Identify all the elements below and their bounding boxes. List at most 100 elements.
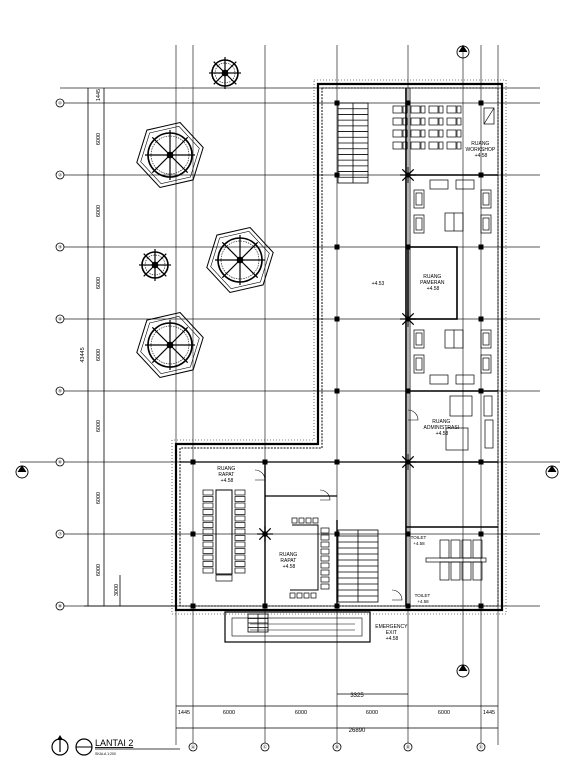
svg-text:④: ④ [58,317,63,322]
room-rapat-1-label: RUANG RAPAT +4.58 [217,466,236,484]
grid-column-bubble: Ⓑ [332,742,342,752]
gazebo-roof [206,226,274,294]
section-markers [15,45,559,678]
room-workshop-label: RUANG WORKSHOP +4.58 [465,141,496,159]
gazebo-roofs [136,57,274,379]
grid-row-bubbles: ① ② ③ ④ ⑤ ⑥ ⑦ ⑧ [55,98,65,611]
grid-column-bubbles: Ⓐ Ⓒ Ⓑ Ⓓ Ⓔ [188,742,486,752]
room-rapat-2-label: RUANG RAPAT +4.58 [279,552,298,570]
columns [190,100,484,609]
column [478,459,484,465]
column [190,603,196,609]
drawing-title-block: LANTAI 2 SKALA 1:200 [51,735,180,756]
left-dimension-chain [84,88,175,607]
staircases [247,102,379,633]
column [478,244,484,250]
svg-text:Ⓑ: Ⓑ [335,744,340,751]
terrace [224,611,371,643]
svg-text:③: ③ [58,245,63,250]
bottom-dimension: 1445 [178,710,190,716]
bottom-dimension-chain [176,693,498,729]
bottom-dimension: 6000 [223,710,235,716]
furniture [202,105,495,601]
svg-text:Ⓔ: Ⓔ [479,744,484,751]
left-dimension: 6000 [96,564,102,576]
gazebo-roof [209,57,241,89]
column [262,603,268,609]
left-dimension: 6000 [96,205,102,217]
column [334,603,340,609]
left-inner-dimension: 3000 [114,584,120,596]
grid-column-bubble: Ⓐ [188,742,198,752]
grid-column-bubble: Ⓒ [260,742,270,752]
left-dimension: 6000 [96,420,102,432]
column [334,244,340,250]
grid-row-bubble: ④ [55,314,65,324]
column [478,531,484,537]
grid-row-bubble: ② [55,170,65,180]
svg-text:Ⓒ: Ⓒ [263,744,268,751]
grid-row-bubble: ⑤ [55,386,65,396]
left-total-dimension: 43445 [80,347,86,362]
column [405,244,411,250]
toilet-1-label: TOILET +4.58 [411,535,428,546]
column [478,100,484,106]
drawing-scale: SKALA 1:200 [95,752,116,756]
left-dimension: 6000 [96,349,102,361]
left-dimension: 6000 [96,492,102,504]
column [334,459,340,465]
svg-text:⑥: ⑥ [58,460,63,465]
toilet-2-label: TOILET +4.58 [415,593,432,604]
grid-row-bubble: ⑧ [55,601,65,611]
bottom-dimension: 6000 [438,710,450,716]
column [478,172,484,178]
bottom-dimension: 6000 [295,710,307,716]
svg-text:⑦: ⑦ [58,532,63,537]
column [478,316,484,322]
left-dimension: 6000 [96,133,102,145]
grid-column-bubble: Ⓓ [403,742,413,752]
room-labels: RUANG WORKSHOP +4.58 +4.53 RUANG PAMERAN… [217,141,496,642]
bottom-dimension: 6000 [366,710,378,716]
gazebo-roof [136,311,204,379]
grid-row-bubble: ③ [55,242,65,252]
drawing-title: LANTAI 2 [95,738,133,748]
column [405,388,411,394]
column [334,172,340,178]
grid-row-bubble: ⑥ [55,457,65,467]
column [405,172,411,178]
column [334,316,340,322]
corridor-level-label: +4.53 [372,281,385,287]
left-dimension: 6000 [96,277,102,289]
column [334,388,340,394]
dimension-3325: 3325 [350,693,364,699]
bottom-dimension: 1445 [483,710,495,716]
gazebo-roof [136,121,204,189]
column [478,388,484,394]
column [405,531,411,537]
svg-text:②: ② [58,173,63,178]
room-pameran-label: RUANG PAMERAN +4.58 [420,274,446,292]
svg-text:Ⓐ: Ⓐ [191,744,196,751]
column [405,100,411,106]
column [478,603,484,609]
column [190,459,196,465]
left-dimension: 1445 [96,89,102,101]
column [405,459,411,465]
column [405,316,411,322]
grid-row-bubble: ① [55,98,65,108]
gazebo-roof [139,249,171,281]
svg-text:⑤: ⑤ [58,389,63,394]
room-admin-label: RUANG ADMINISTRASI +4.58 [424,419,461,437]
svg-text:①: ① [58,101,63,106]
svg-text:Ⓓ: Ⓓ [406,744,411,751]
column [190,531,196,537]
grid-row-bubble: ⑦ [55,529,65,539]
column [262,531,268,537]
emergency-exit-label: EMERGENCY EXIT +4.58 [375,624,409,642]
svg-text:⑧: ⑧ [58,604,63,609]
grid-column-bubble: Ⓔ [476,742,486,752]
column [405,603,411,609]
bottom-total-dimension: 26890 [349,728,366,734]
